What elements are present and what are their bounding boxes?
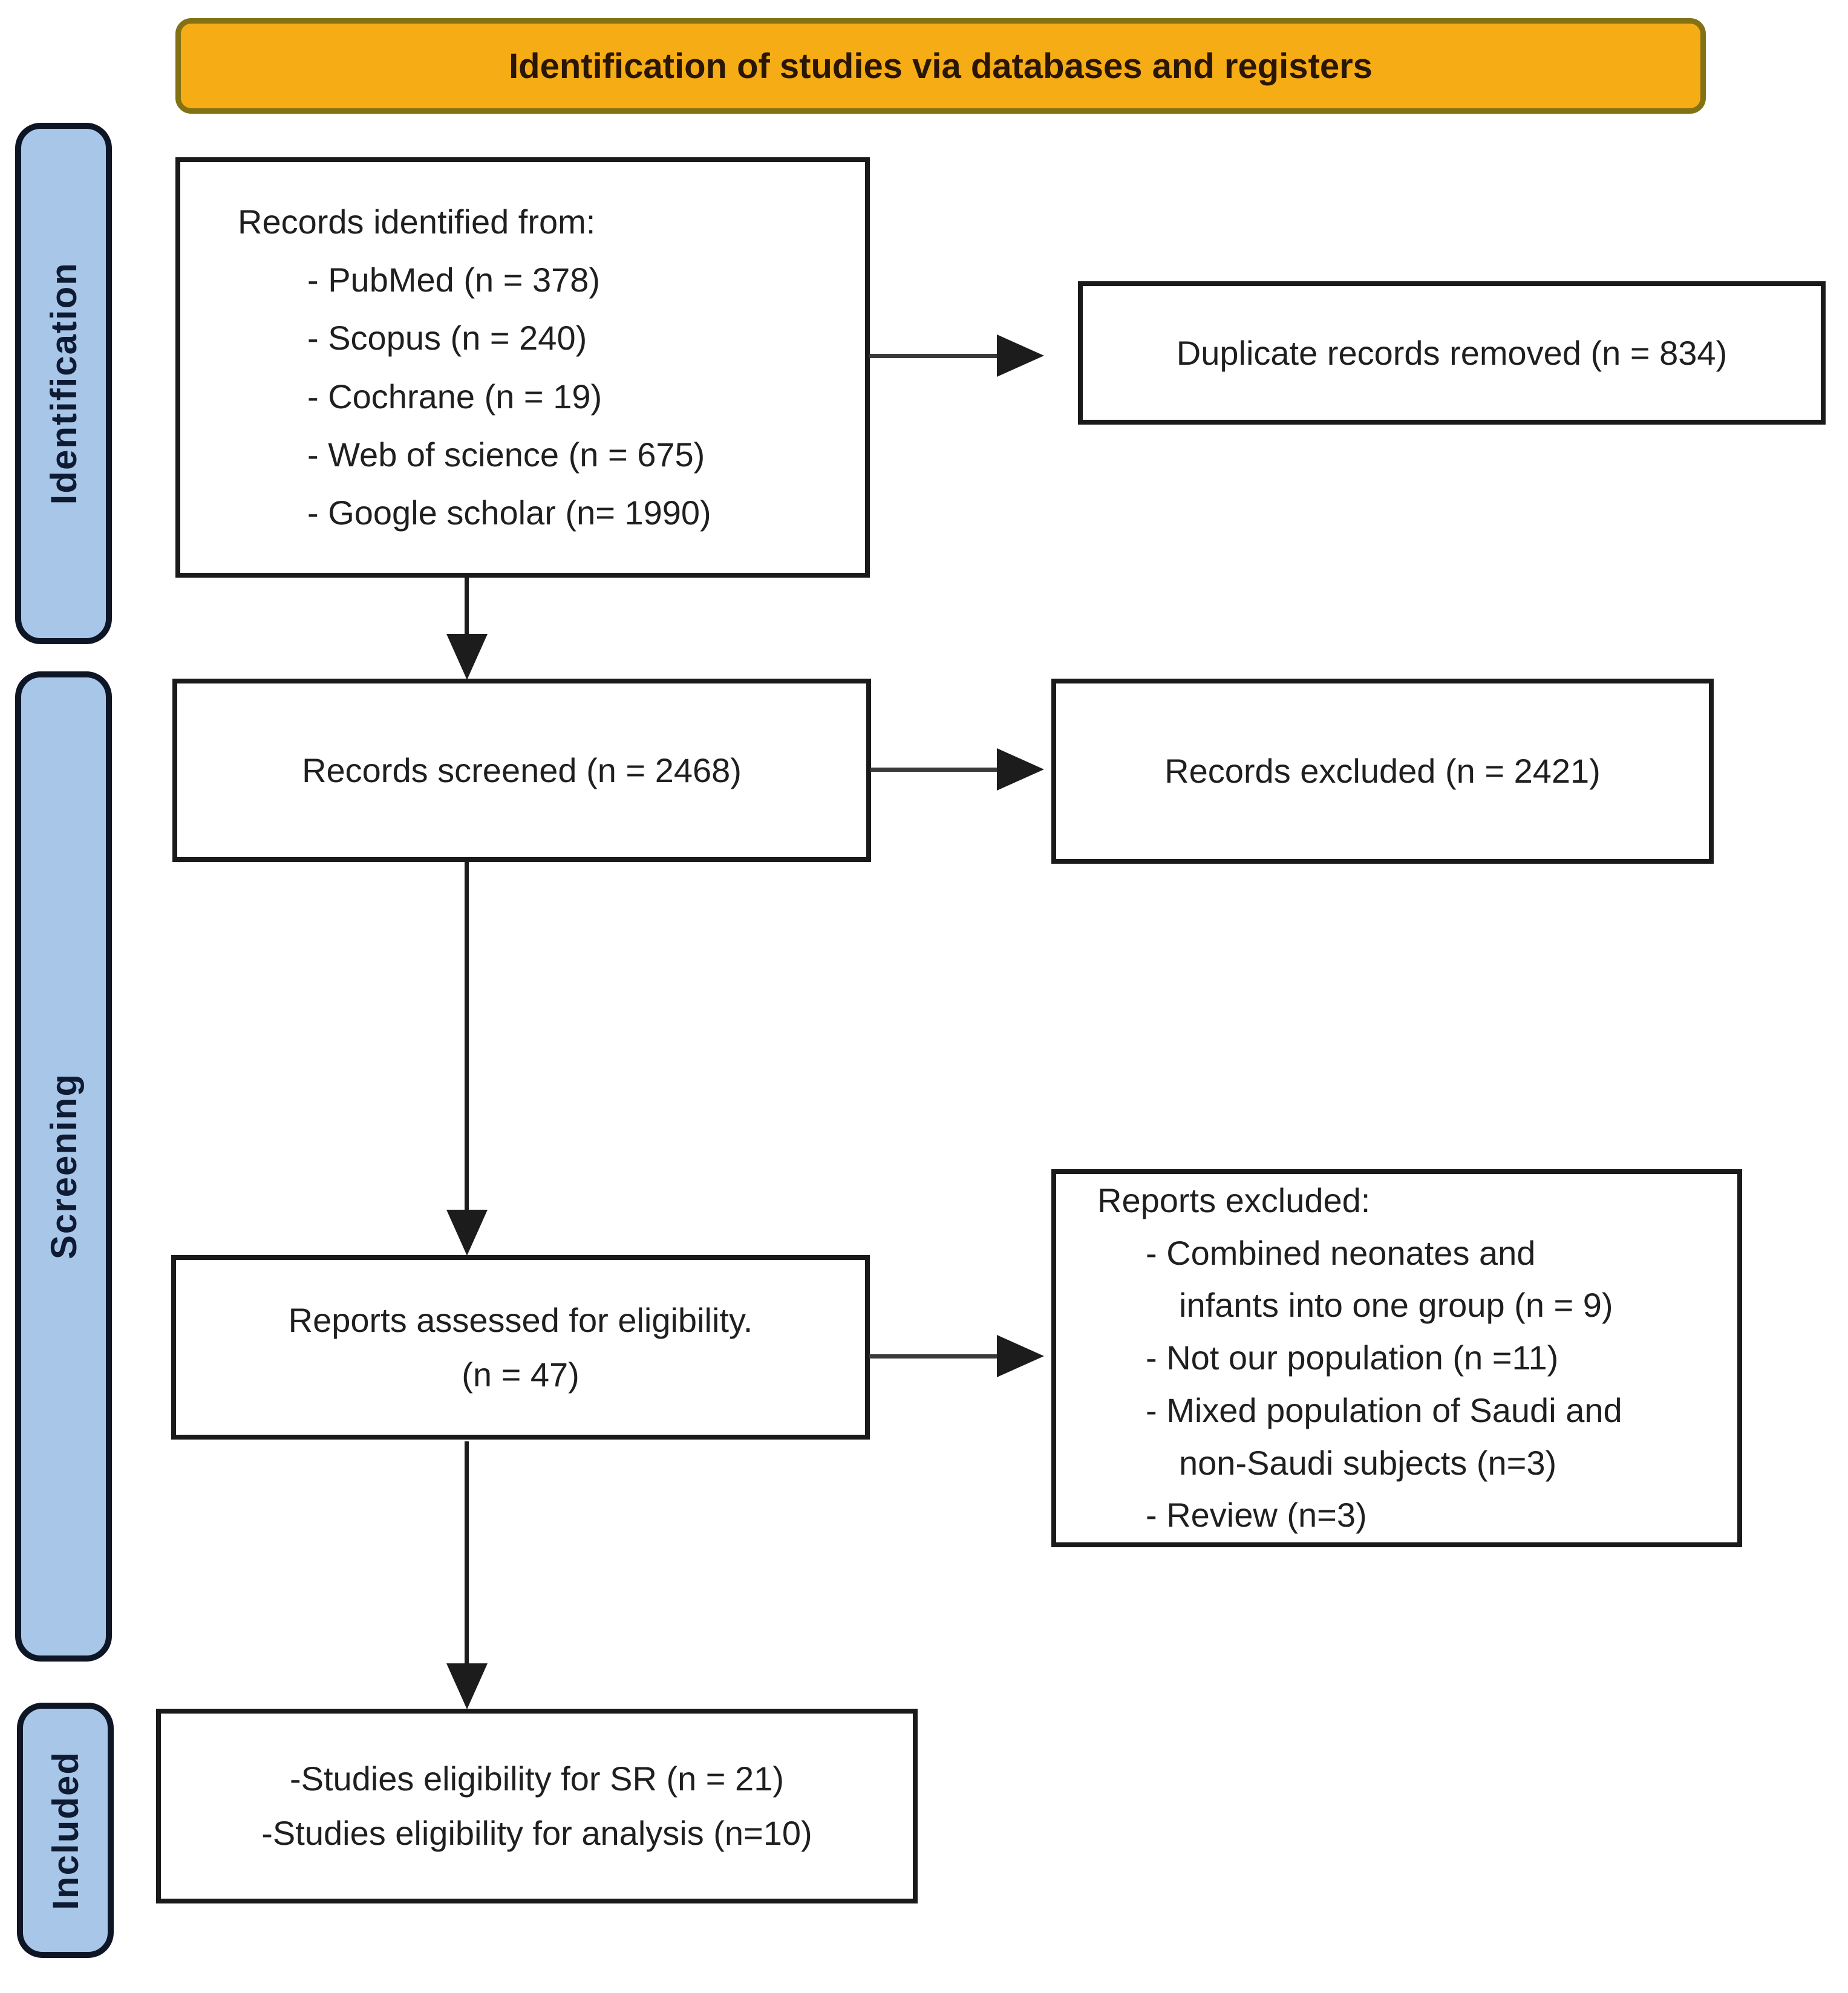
stage-label-included-text: Included: [45, 1750, 86, 1910]
banner-title: Identification of studies via databases …: [509, 46, 1373, 86]
box-studies-included: -Studies eligibility for SR (n = 21) -St…: [156, 1709, 918, 1903]
reports-excluded-item: - Not our population (n =11): [1146, 1339, 1559, 1377]
box-records-screened: Records screened (n = 2468): [172, 679, 871, 862]
records-identified-item: - Web of science (n = 675): [307, 435, 705, 474]
box-reports-assessed: Reports assessed for eligibility. (n = 4…: [171, 1255, 870, 1440]
stage-label-screening-text: Screening: [43, 1073, 84, 1260]
arrowhead-right-icon: [997, 1335, 1044, 1377]
duplicate-records-removed-text: Duplicate records removed (n = 834): [1176, 333, 1728, 372]
box-reports-excluded: Reports excluded: - Combined neonates an…: [1051, 1169, 1742, 1547]
reports-excluded-header: Reports excluded:: [1097, 1181, 1371, 1219]
records-identified-header: Records identified from:: [238, 202, 596, 241]
stage-label-identification-text: Identification: [43, 262, 84, 505]
reports-assessed-line2: (n = 47): [462, 1355, 580, 1394]
arrow-right-identified-to-duplicates: [869, 354, 997, 358]
arrowhead-right-icon: [997, 748, 1044, 791]
banner: Identification of studies via databases …: [175, 18, 1706, 114]
reports-excluded-item: - Combined neonates and: [1146, 1233, 1536, 1272]
stage-label-screening: Screening: [15, 671, 112, 1662]
reports-assessed-line1: Reports assessed for eligibility.: [288, 1300, 753, 1339]
studies-included-line2: -Studies eligibility for analysis (n=10): [261, 1814, 812, 1852]
reports-excluded-item-continuation: non-Saudi subjects (n=3): [1179, 1443, 1557, 1482]
arrowhead-down-icon: [446, 1210, 488, 1256]
studies-included-line1: -Studies eligibility for SR (n = 21): [289, 1760, 784, 1798]
arrow-down-assessed-to-included: [465, 1441, 469, 1665]
reports-excluded-item-continuation: infants into one group (n = 9): [1179, 1286, 1613, 1325]
box-records-identified: Records identified from: - PubMed (n = 3…: [175, 157, 870, 578]
reports-excluded-item: - Review (n=3): [1146, 1496, 1367, 1535]
records-excluded-text: Records excluded (n = 2421): [1164, 752, 1601, 791]
stage-label-identification: Identification: [15, 123, 112, 644]
records-identified-item: - Google scholar (n= 1990): [307, 494, 711, 532]
box-records-excluded: Records excluded (n = 2421): [1051, 679, 1714, 864]
records-identified-item: - Cochrane (n = 19): [307, 377, 602, 416]
arrow-right-screened-to-excluded: [870, 768, 997, 772]
arrow-down-screened-to-assessed: [465, 861, 469, 1210]
records-screened-text: Records screened (n = 2468): [302, 751, 742, 789]
reports-excluded-item: - Mixed population of Saudi and: [1146, 1391, 1622, 1429]
arrowhead-down-icon: [446, 1663, 488, 1709]
stage-label-included: Included: [17, 1703, 114, 1958]
arrow-right-assessed-to-reports-excluded: [869, 1354, 997, 1359]
box-duplicate-records-removed: Duplicate records removed (n = 834): [1078, 281, 1826, 425]
arrow-down-identified-to-screened: [465, 576, 469, 638]
records-identified-item: - PubMed (n = 378): [307, 260, 601, 299]
records-identified-item: - Scopus (n = 240): [307, 319, 587, 357]
arrowhead-down-icon: [446, 634, 488, 680]
arrowhead-right-icon: [997, 334, 1044, 377]
